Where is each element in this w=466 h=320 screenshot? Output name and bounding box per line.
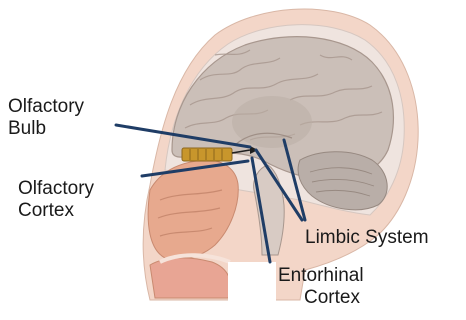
image-notch: [228, 262, 276, 302]
label-limbic-system: Limbic System: [305, 227, 429, 249]
label-olfactory-bulb-line2: Bulb: [8, 118, 84, 140]
label-entorhinal-cortex-line1: Entorhinal: [278, 265, 364, 287]
label-olfactory-bulb-line1: Olfactory: [8, 96, 84, 118]
label-olfactory-cortex-line1: Olfactory: [18, 178, 94, 200]
label-olfactory-cortex: Olfactory Cortex: [18, 178, 94, 222]
label-olfactory-cortex-line2: Cortex: [18, 200, 94, 222]
label-entorhinal-cortex: Entorhinal Cortex: [278, 265, 364, 309]
label-olfactory-bulb: Olfactory Bulb: [8, 96, 84, 140]
label-entorhinal-cortex-line2: Cortex: [278, 287, 364, 309]
limbic-region: [232, 96, 312, 148]
